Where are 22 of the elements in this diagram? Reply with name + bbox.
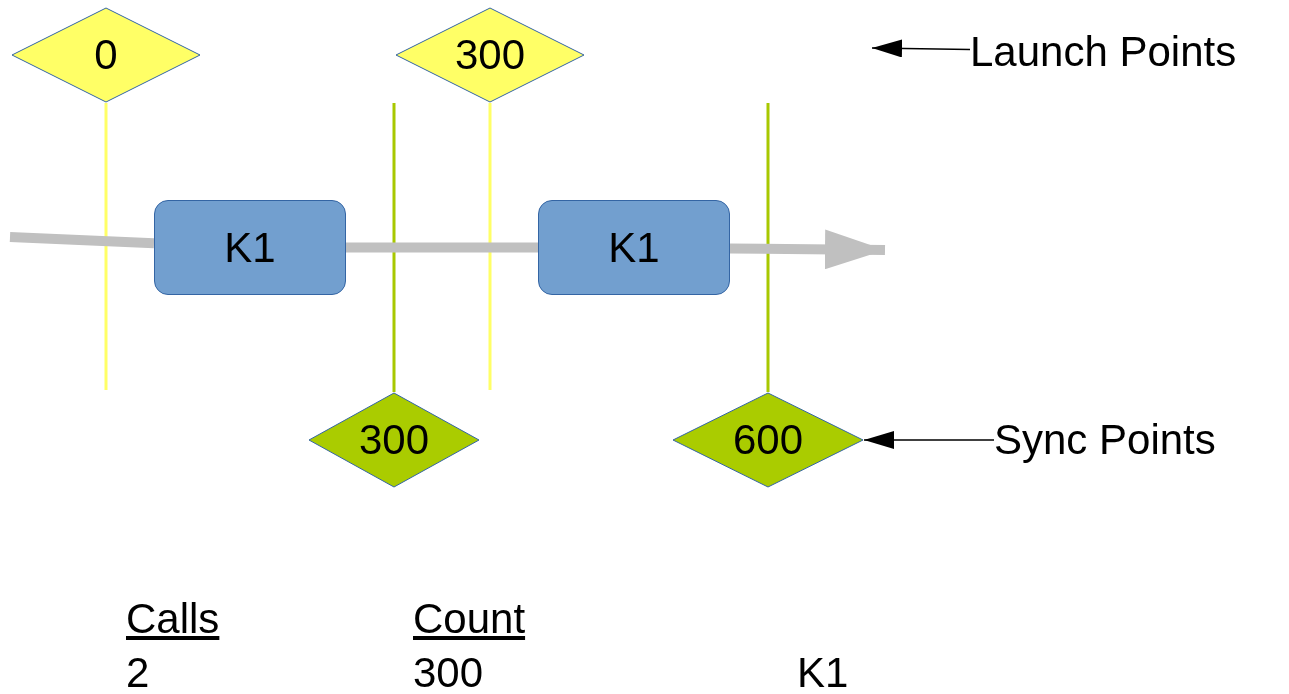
pointer-arrow: [871, 39, 971, 58]
pointer-arrow: [863, 431, 995, 449]
marker-line: [488, 103, 492, 390]
column-header: Count: [413, 598, 526, 640]
kernel-box: K1: [538, 200, 730, 295]
column-header: Calls: [126, 598, 220, 640]
table-cell: K1: [797, 652, 849, 694]
marker-line: [104, 103, 108, 390]
annotation-text: Launch Points: [970, 28, 1275, 76]
kernel-box: K1: [154, 200, 346, 295]
annotation-text: Sync Points: [994, 416, 1250, 464]
table-cell: 2: [126, 652, 150, 694]
sync-point-diamond: 600: [672, 392, 864, 488]
marker-line: [766, 103, 770, 392]
marker-line: [392, 103, 396, 392]
sync-point-diamond: 300: [308, 392, 480, 488]
table-cell: 300: [413, 652, 484, 694]
timeline-line: [9, 232, 155, 249]
launch-point-diamond: 300: [395, 7, 585, 103]
timeline-arrow: [729, 229, 886, 270]
launch-point-diamond: 0: [11, 7, 201, 103]
timeline-line: [346, 242, 538, 253]
